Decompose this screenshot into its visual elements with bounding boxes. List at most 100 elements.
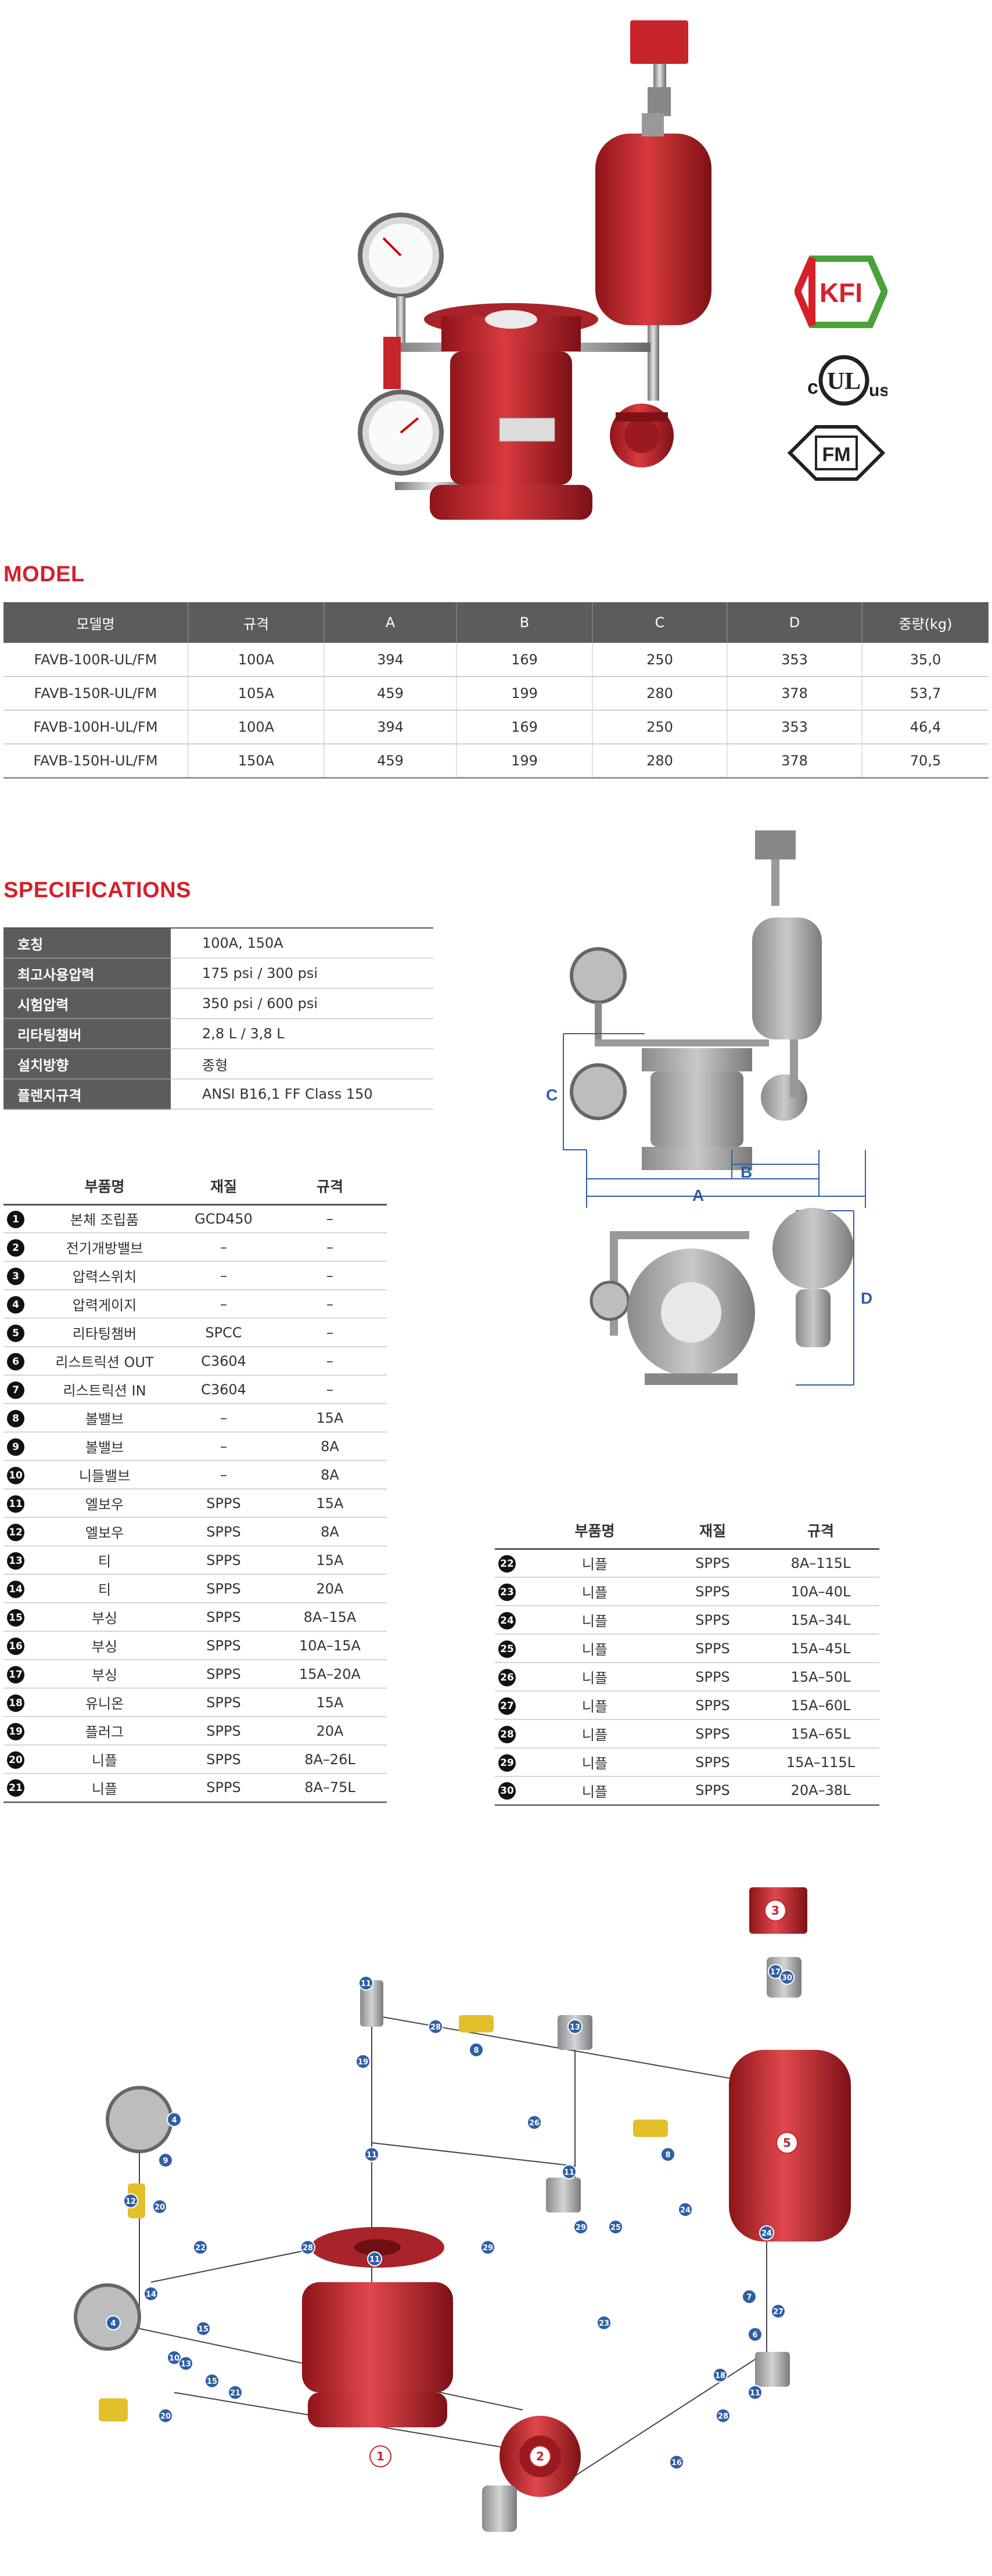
callout-badge: [779, 1970, 795, 1985]
part-spec: 20A: [273, 1574, 387, 1603]
part-spec: –: [273, 1233, 387, 1262]
part-number-cell: 1: [3, 1204, 35, 1233]
ul-mark: c UL us: [807, 355, 887, 406]
callout-badge: [608, 2219, 623, 2235]
part-spec: –: [273, 1204, 387, 1233]
part-number-cell: 15: [3, 1603, 35, 1632]
table-cell: 280: [592, 677, 728, 711]
part-number-cell: 5: [3, 1318, 35, 1347]
callout-number: 26: [529, 2119, 540, 2128]
parts-col-material: 재질: [174, 1168, 273, 1206]
callout-badge: [596, 2315, 612, 2330]
model-col-d: D: [727, 602, 862, 643]
callout-number: 20: [154, 2203, 165, 2212]
callout-number: 2: [536, 2449, 544, 2463]
table-cell: 35,0: [862, 643, 989, 677]
spec-value: 100A, 150A: [171, 927, 433, 959]
parts-col-spec: 규격: [273, 1168, 387, 1206]
part-number-badge: 16: [7, 1637, 24, 1655]
part-number-cell: 3: [3, 1261, 35, 1290]
callout-badge: [678, 2202, 693, 2217]
spec-key: 시험압력: [3, 988, 171, 1019]
callout-number: 13: [181, 2360, 191, 2369]
part-material: –: [174, 1290, 273, 1319]
callout-badge: [364, 2147, 379, 2162]
part-material: SPPS: [663, 1691, 762, 1720]
part-spec: 20A: [273, 1717, 387, 1746]
callout-badge: [367, 2251, 382, 2266]
part-material: –: [174, 1404, 273, 1433]
model-col-b: B: [457, 602, 593, 643]
part-name: 플러그: [35, 1717, 174, 1746]
part-spec: 15A–45L: [762, 1634, 879, 1663]
part-spec: –: [273, 1290, 387, 1319]
part-number-cell: 9: [3, 1432, 35, 1461]
part-spec: –: [273, 1347, 387, 1376]
part-spec: 8A–15A: [273, 1603, 387, 1632]
callout-number: 8: [473, 2046, 479, 2055]
part-number-cell: 29: [495, 1748, 526, 1777]
spec-value: 175 psi / 300 psi: [171, 958, 433, 989]
part-number-cell: 7: [3, 1375, 35, 1404]
part-spec: 15A–20A: [273, 1660, 387, 1689]
table-cell: 46,4: [862, 710, 989, 744]
part-spec: 8A: [273, 1432, 387, 1461]
part-number-badge: 24: [498, 1611, 516, 1629]
callout-badge: [143, 2286, 159, 2301]
table-cell: 169: [457, 643, 593, 677]
part-name: 리스트릭션 OUT: [35, 1347, 174, 1376]
callout-badge: [771, 2304, 786, 2319]
parts-header-row: 부품명 재질 규격: [495, 1513, 879, 1550]
part-number-badge: 6: [7, 1352, 24, 1370]
part-spec: –: [273, 1261, 387, 1290]
part-number-badge: 22: [498, 1555, 516, 1573]
part-material: –: [174, 1261, 273, 1290]
part-name: 압력게이지: [35, 1290, 174, 1319]
ul-text: UL: [827, 368, 861, 395]
part-spec: 15A–50L: [762, 1663, 879, 1692]
callout-number: 18: [715, 2372, 725, 2380]
callout-number: 12: [125, 2197, 136, 2206]
callout-number: 6: [752, 2331, 757, 2340]
part-material: C3604: [174, 1347, 273, 1376]
callout-badge: [152, 2199, 167, 2214]
part-name: 니플: [526, 1549, 663, 1578]
part-number-badge: 23: [498, 1583, 516, 1601]
callout-badge: [527, 2115, 542, 2130]
part-name: 볼밸브: [35, 1432, 174, 1461]
table-cell: 53,7: [862, 677, 989, 711]
callout-badge: [529, 2445, 551, 2467]
callout-number: 21: [230, 2389, 240, 2398]
table-cell: 459: [324, 744, 457, 779]
part-name: 니플: [526, 1634, 663, 1663]
kfi-text: KFI: [820, 278, 862, 308]
part-number-badge: 9: [7, 1438, 24, 1456]
part-spec: 20A–38L: [762, 1776, 879, 1806]
part-number-cell: 23: [495, 1577, 526, 1606]
part-name: 니플: [526, 1776, 663, 1806]
spec-value: 350 psi / 600 psi: [171, 988, 433, 1019]
part-material: –: [174, 1432, 273, 1461]
callout-number: 29: [483, 2244, 493, 2253]
callout-number: 24: [680, 2206, 691, 2215]
part-number-badge: 28: [498, 1725, 516, 1743]
table-cell: 169: [457, 710, 593, 744]
dim-label-a: A: [692, 1186, 704, 1204]
callout-badge: [747, 2385, 763, 2400]
specifications-title: SPECIFICATIONS: [3, 878, 191, 902]
table-cell: 280: [592, 744, 728, 779]
callout-number: 20: [160, 2412, 171, 2421]
part-spec: –: [273, 1318, 387, 1347]
table-cell: 150A: [188, 744, 325, 779]
